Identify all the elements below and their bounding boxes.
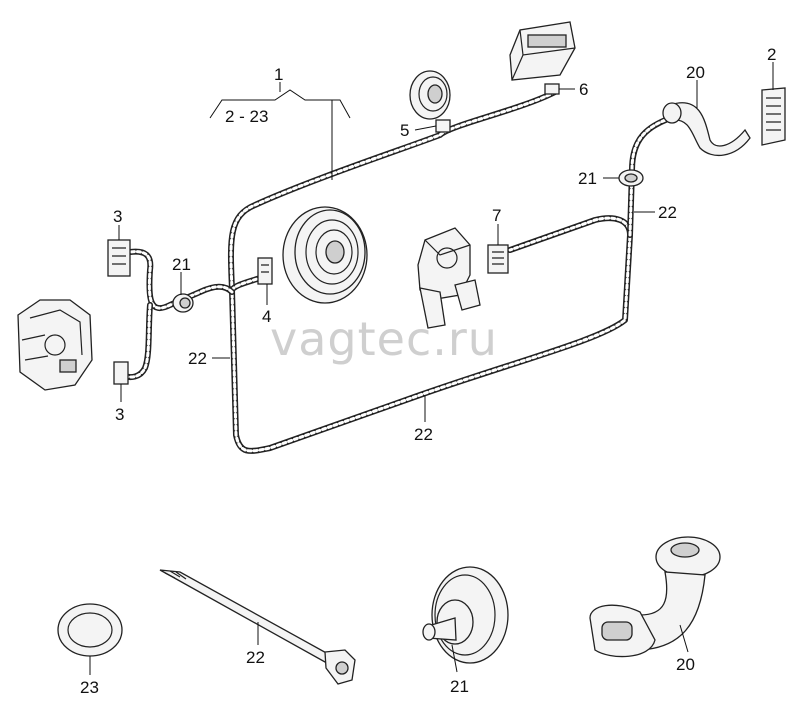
tweeter-part [409, 70, 451, 120]
connector-7-part [487, 244, 509, 274]
connector-4-part [257, 257, 273, 285]
callout-2: 2 [767, 45, 776, 64]
callout-1-range: 2 - 23 [225, 107, 268, 126]
window-motor-part [417, 227, 481, 329]
callout-23: 23 [80, 678, 99, 697]
loudspeaker-part [282, 206, 368, 304]
grommet-21-left-part [172, 293, 194, 313]
callout-22-bottom: 22 [246, 648, 265, 667]
sealing-ring-23-part [57, 603, 123, 657]
cable-tie-22-part [159, 569, 356, 685]
callout-21-right: 21 [578, 169, 597, 188]
callout-22-right: 22 [658, 203, 677, 222]
callout-21-left: 21 [172, 255, 191, 274]
main-wiring-harness [122, 89, 683, 454]
callout-3-bottom: 3 [115, 405, 124, 424]
connector-3-bottom-part [113, 361, 129, 385]
callout-22-left: 22 [188, 349, 207, 368]
connector-5-part [435, 119, 451, 133]
rubber-boot-20-bottom-part [589, 536, 721, 658]
callout-6: 6 [579, 80, 588, 99]
callout-3-top: 3 [113, 207, 122, 226]
callout-20-bottom: 20 [676, 655, 695, 674]
connector-3-top-part [107, 239, 131, 277]
grommet-21-bottom-part [422, 566, 509, 664]
window-switch-part [509, 21, 576, 81]
leader-lines [89, 62, 774, 675]
callout-7: 7 [492, 206, 501, 225]
callout-5: 5 [400, 121, 409, 140]
connector-6-part [544, 83, 560, 95]
callout-20-top: 20 [686, 63, 705, 82]
callout-1: 1 [274, 65, 283, 84]
callout-4: 4 [262, 307, 271, 326]
callout-21-bottom: 21 [450, 677, 469, 696]
door-lock-part [17, 299, 93, 391]
grommet-21-right-part [618, 169, 644, 187]
connector-2-part [761, 87, 786, 146]
watermark-text: vagtec.ru [270, 312, 498, 366]
callout-22-center: 22 [414, 425, 433, 444]
rubber-boot-20-top-part [662, 102, 751, 157]
